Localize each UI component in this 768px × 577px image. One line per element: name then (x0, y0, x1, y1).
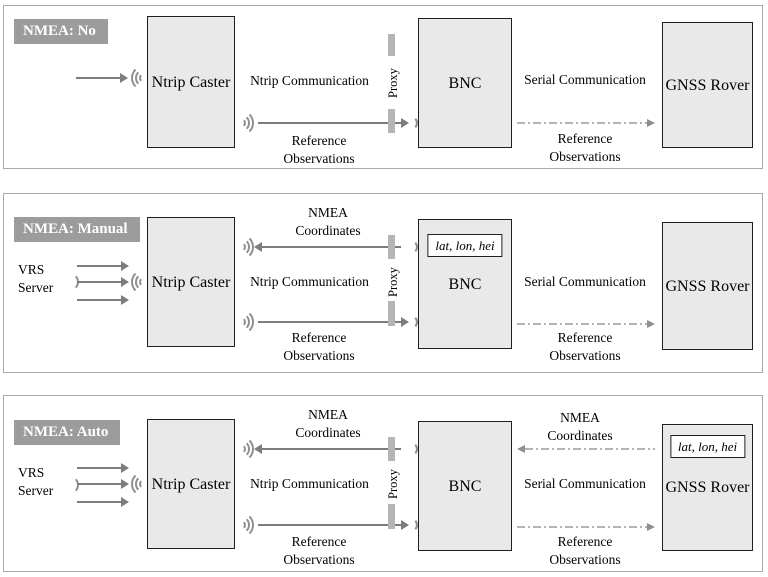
arrow-vrs-to-caster (77, 479, 129, 489)
signal-waves-icon (131, 471, 157, 497)
node-ntrip-caster: Ntrip Caster (147, 16, 235, 148)
label-reference-observations: Reference Observations (283, 133, 355, 166)
arrow-nmea-coordinates (254, 444, 401, 454)
node-label: Ntrip Caster (151, 73, 231, 91)
node-label: GNSS Rover (665, 76, 750, 94)
label-serial-communication: Serial Communication (524, 274, 646, 289)
label-vrs-server: VRS Server (18, 465, 54, 498)
scenario-badge: NMEA: Auto (14, 420, 121, 445)
signal-waves-icon (228, 436, 254, 462)
proxy-bar (388, 504, 395, 529)
label-serial-communication: Serial Communication (524, 72, 646, 87)
arrow-vrs-to-caster (77, 261, 129, 271)
proxy-bar (388, 34, 395, 56)
proxy-bar (388, 109, 395, 133)
arrow-vrs-to-caster (77, 295, 129, 305)
receive-arc-icon (61, 476, 79, 494)
label-reference-observations: Reference Observations (549, 534, 621, 567)
bnc-coordinates-box: lat, lon, hei (427, 234, 503, 257)
panel-nmea-manual: NMEA: Manual VRS Server Ntrip Caster NME… (3, 193, 763, 373)
proxy-bar (388, 437, 395, 461)
signal-waves-icon (228, 110, 254, 136)
label-serial-communication: Serial Communication (524, 476, 646, 491)
label-ntrip-communication: Ntrip Communication (250, 476, 369, 491)
node-label: BNC (448, 74, 482, 92)
receive-arc-icon (404, 315, 418, 329)
label-ntrip-communication: Ntrip Communication (250, 274, 369, 289)
arrow-vrs-to-caster (77, 497, 129, 507)
dashdot-arrow-reference-observations (517, 119, 655, 127)
proxy-bar (388, 235, 395, 259)
signal-waves-icon (228, 512, 254, 538)
receive-arc-icon (404, 240, 418, 254)
signal-waves-icon (228, 309, 254, 335)
proxy-label: Proxy (386, 68, 400, 98)
proxy-label: Proxy (386, 267, 400, 297)
node-ntrip-caster: Ntrip Caster (147, 419, 235, 549)
arrow-vrs-to-caster (77, 277, 129, 287)
node-ntrip-caster: Ntrip Caster (147, 217, 235, 347)
scenario-badge: NMEA: No (14, 19, 108, 44)
rover-coordinates-box: lat, lon, hei (669, 435, 746, 458)
signal-waves-icon (228, 234, 254, 260)
arrow-input-to-caster (76, 73, 128, 83)
signal-waves-icon (131, 269, 157, 295)
label-nmea-coordinates: NMEA Coordinates (295, 407, 361, 440)
node-bnc: BNC (418, 421, 512, 551)
node-bnc: lat, lon, hei BNC (418, 219, 512, 349)
label-ntrip-communication: Ntrip Communication (250, 73, 369, 88)
signal-waves-icon (131, 65, 157, 91)
receive-arc-icon (404, 518, 418, 532)
label-nmea-coordinates: NMEA Coordinates (295, 205, 361, 238)
node-label: BNC (448, 477, 482, 495)
proxy-bar (388, 301, 395, 326)
panel-nmea-no: NMEA: No Ntrip Caster Ntrip Communicatio… (3, 5, 763, 169)
arrow-vrs-to-caster (77, 463, 129, 473)
arrow-reference-observations (258, 520, 409, 530)
node-label: Ntrip Caster (151, 273, 231, 291)
label-nmea-coordinates: NMEA Coordinates (547, 410, 613, 443)
node-gnss-rover: GNSS Rover (662, 222, 753, 350)
arrow-reference-observations (258, 118, 409, 128)
label-reference-observations: Reference Observations (283, 534, 355, 567)
dashdot-arrow-nmea-coordinates (517, 445, 655, 453)
panel-nmea-auto: NMEA: Auto VRS Server Ntrip Caster NMEA … (3, 395, 763, 572)
node-bnc: BNC (418, 18, 512, 148)
arrow-nmea-coordinates (254, 242, 401, 252)
proxy-label: Proxy (386, 469, 400, 499)
receive-arc-icon (404, 116, 418, 130)
label-reference-observations: Reference Observations (549, 330, 621, 363)
scenario-badge: NMEA: Manual (14, 217, 140, 242)
node-gnss-rover: GNSS Rover (662, 22, 753, 148)
receive-arc-icon (404, 442, 418, 456)
arrow-reference-observations (258, 317, 409, 327)
node-label: GNSS Rover (665, 277, 750, 295)
node-label: BNC (448, 275, 482, 293)
node-label: GNSS Rover (665, 479, 750, 496)
label-reference-observations: Reference Observations (283, 330, 355, 363)
dashdot-arrow-reference-observations (517, 523, 655, 531)
dashdot-arrow-reference-observations (517, 320, 655, 328)
node-gnss-rover: lat, lon, hei GNSS Rover (662, 424, 753, 551)
label-reference-observations: Reference Observations (549, 131, 621, 164)
label-vrs-server: VRS Server (18, 262, 54, 295)
node-label: Ntrip Caster (151, 475, 231, 493)
